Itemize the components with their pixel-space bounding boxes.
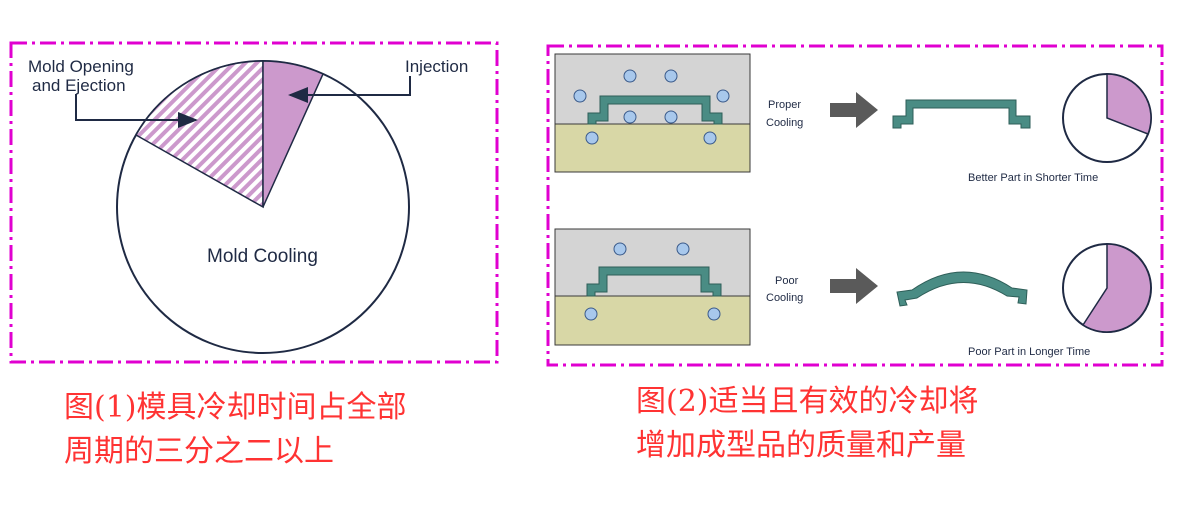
label-injection: Injection [405,57,468,76]
caption-figure2: 图(2)适当且有效的冷却将 增加成型品的质量和产量 [636,380,979,468]
caption-figure1: 图(1)模具冷却时间占全部 周期的三分之二以上 [64,386,407,474]
figure1-frame [9,41,499,364]
cooling-channel [623,110,637,124]
mold-bottom-half [554,123,751,173]
label-mold-cooling: Mold Cooling [207,246,318,267]
cooling-channel [716,89,730,103]
cooling-channel [623,69,637,83]
caption-figure1-line2: 周期的三分之二以上 [64,434,334,469]
arrow-mold-opening [75,94,198,128]
result-part-warped [896,271,1028,307]
cooling-channel [613,242,627,256]
label-poor-line1: Poor [775,275,799,287]
arrow-injection [288,76,411,103]
label-better-result: Better Part in Shorter Time [968,172,1098,184]
molded-part [587,95,723,125]
mold-proper-cooling [554,53,751,173]
label-poor-line2: Cooling [766,292,803,304]
cooling-channel [703,131,717,145]
cooling-channel [584,307,598,321]
figure-canvas: Mold Opening and Ejection Injection Mold… [9,41,1164,367]
process-arrow-proper [830,92,878,128]
process-arrow-poor [830,268,878,304]
cooling-channel [664,69,678,83]
mold-bottom-half [554,295,751,346]
cooling-channel [676,242,690,256]
label-poor-result: Poor Part in Longer Time [968,346,1090,358]
pie-chart [116,60,410,354]
clock-cooling-sector [1081,243,1152,333]
caption-figure1-line1: 图(1)模具冷却时间占全部 [64,390,407,425]
cooling-channel [585,131,599,145]
cooling-channel [573,89,587,103]
cooling-channel [707,307,721,321]
cooling-channel [664,110,678,124]
label-mold-opening-line2: and Ejection [32,76,126,95]
caption-figure2-line1: 图(2)适当且有效的冷却将 [636,384,979,419]
pie-injection-slice [262,60,324,208]
molded-part [586,266,722,297]
pie-mold-opening-slice [134,60,264,209]
mold-top-half [554,53,751,125]
label-proper-line2: Cooling [766,117,803,129]
label-proper-line1: Proper [768,99,801,111]
cycle-clock-poor [1062,243,1152,333]
result-part-proper [892,99,1031,129]
label-mold-opening-line1: Mold Opening [28,57,134,76]
caption-figure2-line2: 增加成型品的质量和产量 [636,428,966,463]
clock-cooling-sector [1106,73,1152,135]
figure2-frame [546,44,1164,367]
mold-poor-cooling [554,228,751,346]
cycle-clock-proper [1062,73,1152,163]
